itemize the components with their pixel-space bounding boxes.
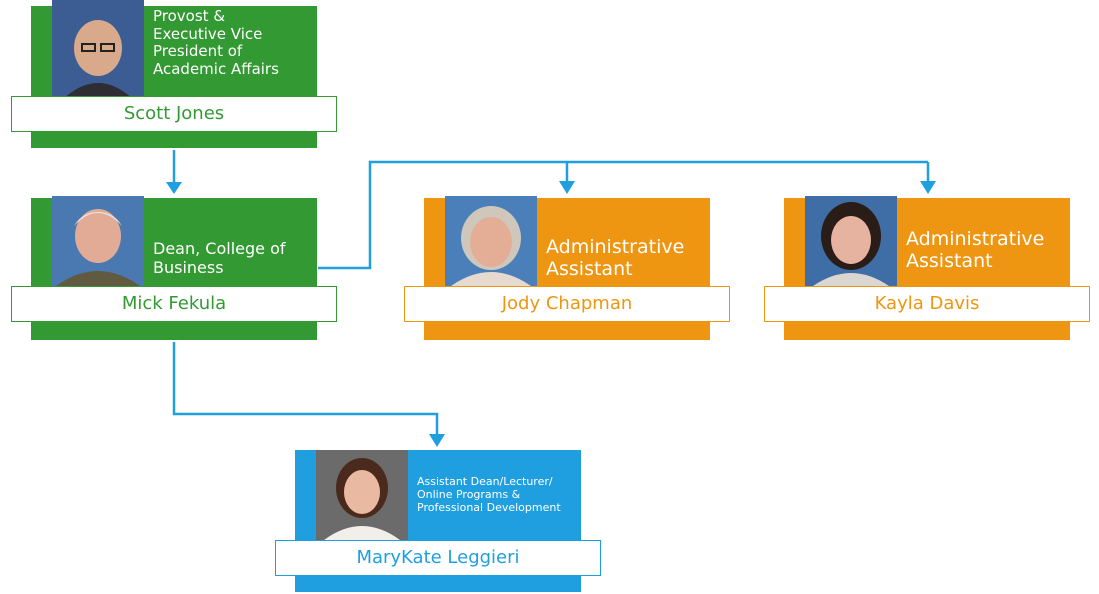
arrowhead-kayla (920, 181, 936, 194)
node-kayla-davis[interactable]: Administrative Assistant Kayla Davis (764, 196, 1090, 340)
person-photo-icon (316, 450, 408, 540)
node-jody-chapman[interactable]: Administrative Assistant Jody Chapman (404, 196, 730, 340)
person-photo-icon (445, 196, 537, 286)
person-name: Mick Fekula (121, 293, 227, 314)
name-banner: MaryKate Leggieri (275, 540, 601, 576)
person-photo-icon (52, 196, 144, 286)
node-marykate-leggieri[interactable]: Assistant Dean/Lecturer/ Online Programs… (275, 450, 601, 592)
name-banner: Kayla Davis (764, 286, 1090, 322)
arrowhead-marykate (429, 434, 445, 447)
node-title: Provost & Executive Vice President of Ac… (153, 7, 279, 79)
connector-mick-marykate (172, 342, 439, 440)
arrowhead-mick (166, 182, 182, 194)
person-name: Kayla Davis (874, 293, 980, 314)
node-title: Assistant Dean/Lecturer/ Online Programs… (417, 475, 561, 514)
person-name: Jody Chapman (501, 293, 633, 314)
name-banner: Mick Fekula (11, 286, 337, 322)
node-title: Administrative Assistant (906, 228, 1045, 273)
person-photo-icon (805, 196, 897, 286)
person-name: MaryKate Leggieri (356, 547, 520, 568)
name-banner: Scott Jones (11, 96, 337, 132)
node-mick-fekula[interactable]: Dean, College of Business Mick Fekula (11, 196, 337, 340)
person-name: Scott Jones (123, 103, 225, 124)
person-photo-icon (52, 0, 144, 100)
node-title: Dean, College of Business (153, 239, 286, 277)
name-banner: Jody Chapman (404, 286, 730, 322)
node-scott-jones[interactable]: Provost & Executive Vice President of Ac… (11, 0, 337, 148)
node-title: Administrative Assistant (546, 236, 685, 281)
arrowhead-jody (559, 181, 575, 194)
